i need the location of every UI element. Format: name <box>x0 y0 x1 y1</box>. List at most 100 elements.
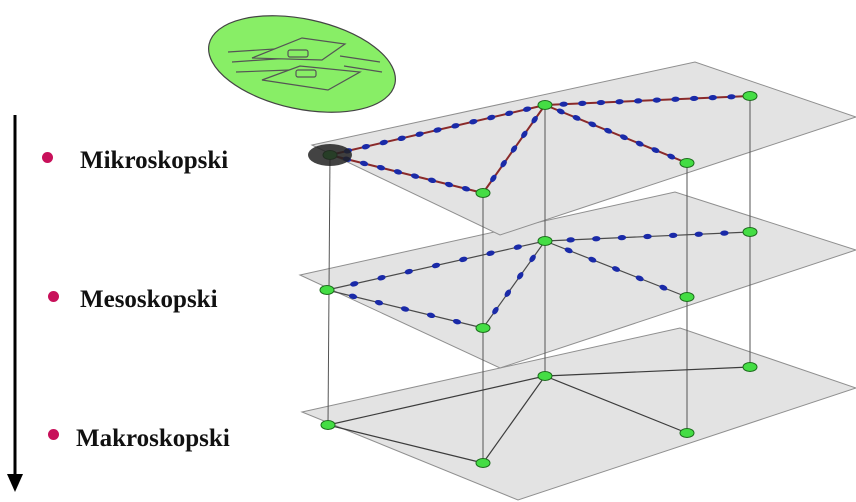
level-label-meso: Mesoskopski <box>80 286 218 313</box>
link-dot <box>459 256 468 263</box>
link-dot <box>513 244 522 250</box>
link-dot <box>486 250 495 256</box>
link-line <box>327 424 484 464</box>
link-dot <box>531 115 538 124</box>
link-dot <box>619 134 628 141</box>
network-node <box>679 428 695 438</box>
link-line <box>544 104 688 164</box>
network-layers <box>298 61 856 501</box>
link-dot <box>617 235 627 241</box>
link-dot <box>727 94 736 100</box>
link-dot <box>505 110 514 117</box>
link-dot <box>461 186 471 192</box>
link-dot <box>588 121 597 128</box>
link-dot <box>516 272 524 280</box>
link-dot <box>452 318 462 325</box>
network-node <box>742 227 758 237</box>
link-dot <box>374 299 384 306</box>
link-dot <box>433 127 442 133</box>
network-node <box>320 420 336 430</box>
link-dot <box>521 130 528 139</box>
link-dot <box>487 114 496 121</box>
link-dot <box>566 237 575 243</box>
link-dot <box>635 275 644 282</box>
link-dot <box>572 115 581 121</box>
network-node <box>742 362 758 372</box>
network-node <box>537 100 553 110</box>
link-dot <box>720 230 729 236</box>
network-node <box>679 158 695 168</box>
link-dot <box>652 97 662 103</box>
link-dot <box>643 233 652 240</box>
layer-plane <box>310 61 856 236</box>
link-dot <box>596 99 606 106</box>
link-dot <box>564 247 573 254</box>
link-dot <box>348 293 358 300</box>
link-dot <box>592 236 601 242</box>
link-dot <box>379 139 388 146</box>
link-dot <box>659 284 668 291</box>
network-node <box>475 458 491 468</box>
link-dot <box>689 95 699 102</box>
network-node <box>475 188 491 198</box>
link-dot <box>492 306 499 315</box>
link-dot <box>522 106 532 112</box>
link-line <box>544 366 751 377</box>
link-dot <box>559 101 568 107</box>
link-dot <box>708 95 717 101</box>
network-node <box>319 285 335 295</box>
link-dot <box>426 312 436 319</box>
level-bullet-micro <box>42 152 53 163</box>
level-label-micro: Mikroskopski <box>80 147 229 174</box>
link-dot <box>451 123 460 129</box>
link-dot <box>400 306 410 312</box>
link-dot <box>359 160 369 167</box>
link-dot <box>694 231 703 237</box>
link-dot <box>633 98 643 104</box>
link-dot <box>397 135 406 142</box>
link-dot <box>444 181 454 188</box>
network-node <box>537 371 553 381</box>
level-bullet-macro <box>48 429 59 440</box>
link-dot <box>415 131 424 137</box>
level-bullet-meso <box>48 291 59 302</box>
link-line <box>482 375 546 464</box>
road-junction-icon <box>208 15 396 113</box>
link-dot <box>376 164 386 171</box>
link-dot <box>500 159 507 168</box>
network-node <box>475 323 491 333</box>
layer-plane <box>298 191 856 369</box>
link-dot <box>668 232 678 238</box>
link-dot <box>510 145 518 153</box>
link-dot <box>615 99 624 105</box>
link-dot <box>410 173 420 179</box>
network-nodes <box>319 91 758 468</box>
link-line <box>544 375 688 434</box>
link-dot <box>504 289 512 297</box>
network-links <box>326 94 751 464</box>
link-dot <box>588 256 597 263</box>
link-dot <box>671 96 680 102</box>
vehicle-highlight-icon <box>308 144 352 166</box>
link-dot <box>611 266 621 272</box>
link-dot <box>604 127 613 134</box>
link-dot <box>490 174 497 183</box>
link-dot <box>469 118 478 125</box>
link-dot <box>431 262 441 269</box>
link-line <box>327 375 546 426</box>
network-node <box>537 236 553 246</box>
link-dot <box>651 147 660 153</box>
link-dot <box>667 153 676 160</box>
down-arrow-icon <box>7 115 23 492</box>
link-dot <box>393 169 403 175</box>
network-node <box>679 292 695 302</box>
link-dot <box>377 275 386 281</box>
layer-plane <box>300 327 856 501</box>
link-dot <box>350 281 359 287</box>
link-dot <box>361 143 370 150</box>
link-dot <box>529 254 536 263</box>
network-node <box>742 91 758 101</box>
link-dot <box>635 140 644 147</box>
link-dot <box>578 100 587 106</box>
